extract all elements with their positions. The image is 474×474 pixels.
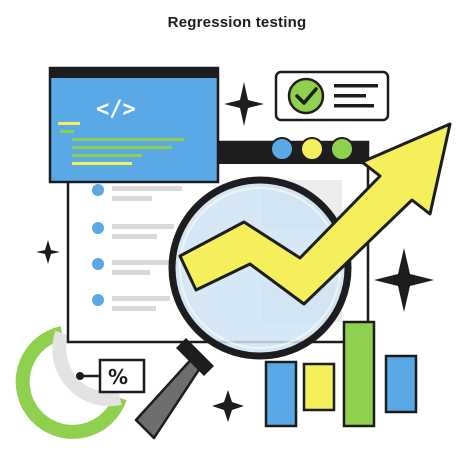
window-dot-green	[330, 137, 354, 161]
percent-badge: %	[76, 358, 146, 394]
sparkle-icon	[224, 82, 264, 126]
progress-donut	[15, 326, 127, 439]
chart-bar	[342, 320, 376, 428]
code-symbol: </>	[96, 97, 136, 122]
code-lines	[58, 122, 184, 165]
trend-up-arrow-icon	[178, 122, 452, 306]
percent-icon: %	[108, 365, 128, 389]
sparkle-icon	[212, 390, 244, 422]
window-dot-blue	[270, 137, 294, 161]
page-title: Regression testing	[167, 14, 307, 31]
check-card	[274, 70, 390, 122]
bar-chart	[264, 320, 418, 428]
code-window: </>	[48, 66, 220, 184]
chart-bar	[264, 360, 298, 428]
window-dot-yellow	[300, 137, 324, 161]
checkmark-icon	[287, 77, 325, 115]
content-list	[92, 184, 182, 311]
sparkle-icon	[36, 240, 60, 264]
chart-bar	[302, 362, 336, 412]
chart-bar	[384, 354, 418, 414]
window-dots	[270, 137, 354, 161]
sparkle-icon	[374, 248, 434, 312]
